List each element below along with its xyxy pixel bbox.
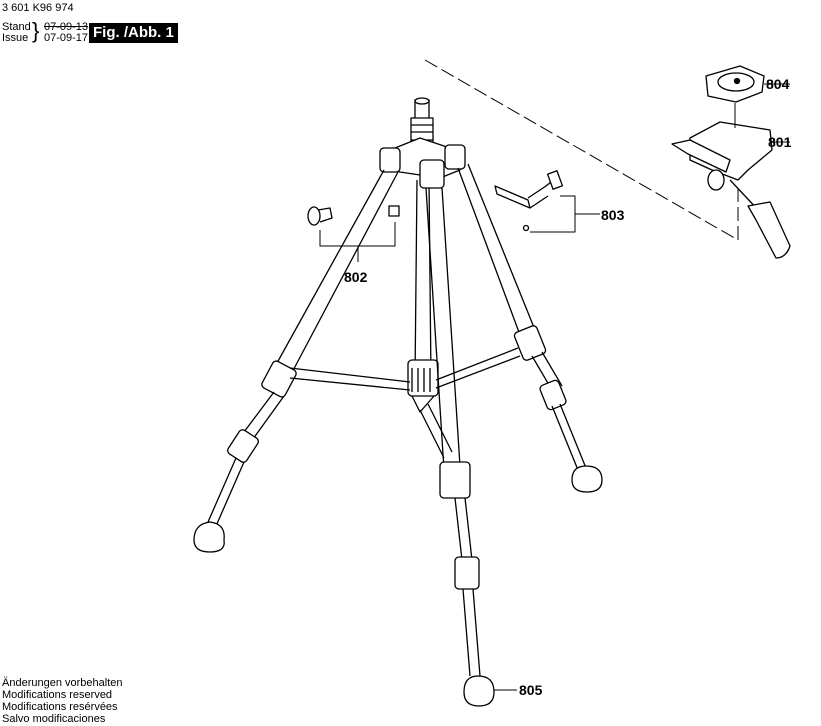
left-leg [193, 169, 399, 553]
assembly-line [424, 59, 739, 241]
figure-label: Fig. /Abb. 1 [89, 23, 178, 43]
right-leg [457, 163, 603, 493]
part-number: 3 601 K96 974 [2, 2, 74, 14]
footer-line-en: Modifications reserved [2, 689, 113, 701]
leg-hub [379, 137, 466, 189]
footer-line-de: Änderungen vorbehalten [2, 677, 123, 689]
callout-805: 805 [519, 682, 543, 698]
issue-label: Issue [2, 32, 29, 44]
callout-802: 802 [344, 269, 368, 285]
stand-date: 07-09-13 [44, 21, 89, 33]
callout-801: 801 [768, 134, 792, 150]
brace-icon: } [32, 18, 40, 43]
tripod-head-801 [671, 121, 791, 259]
footer-line-fr: Modifications resérvées [2, 701, 118, 713]
locking-screw-parts [307, 205, 400, 262]
quick-release-plate-804 [705, 65, 790, 128]
callout-803: 803 [601, 207, 625, 223]
callout-804: 804 [766, 76, 790, 92]
crank-parts [494, 170, 600, 233]
stand-label: Stand [2, 21, 31, 33]
footer-line-es: Salvo modificaciones [2, 713, 106, 725]
issue-date: 07-09-17 [44, 32, 89, 44]
spreader-braces [289, 347, 521, 459]
front-leg [425, 187, 495, 707]
